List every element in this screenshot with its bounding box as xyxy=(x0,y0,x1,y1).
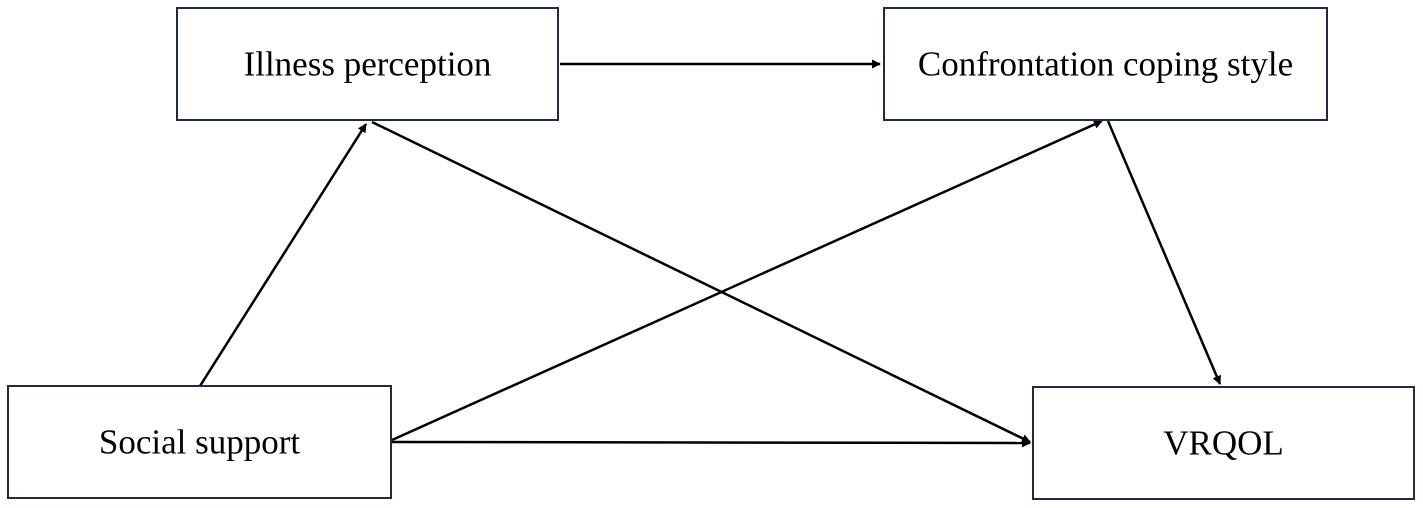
edge-social-support-to-confrontation-coping-style xyxy=(391,119,1103,442)
confrontation-coping-style-box xyxy=(883,7,1328,121)
social-support-box xyxy=(7,385,392,499)
illness-perception-box xyxy=(176,7,559,121)
node-confrontation-coping-style: Confrontation coping style xyxy=(883,7,1328,121)
confrontation-coping-style-label: Confrontation coping style xyxy=(918,45,1293,84)
edge-social-support-to-illness-perception xyxy=(198,123,368,387)
edges-group xyxy=(198,59,1222,448)
illness-perception-label: Illness perception xyxy=(244,45,492,84)
edge-illness-perception-to-vrqol xyxy=(371,120,1031,444)
vrqol-box xyxy=(1032,386,1415,500)
edge-social-support-to-vrqol xyxy=(391,438,1031,448)
vrqol-label: VRQOL xyxy=(1163,424,1284,463)
node-social-support: Social support xyxy=(7,385,392,499)
edge-confrontation-coping-style-to-vrqol xyxy=(1106,120,1222,385)
social-support-label: Social support xyxy=(99,423,301,462)
node-vrqol: VRQOL xyxy=(1032,386,1415,500)
node-illness-perception: Illness perception xyxy=(176,7,559,121)
